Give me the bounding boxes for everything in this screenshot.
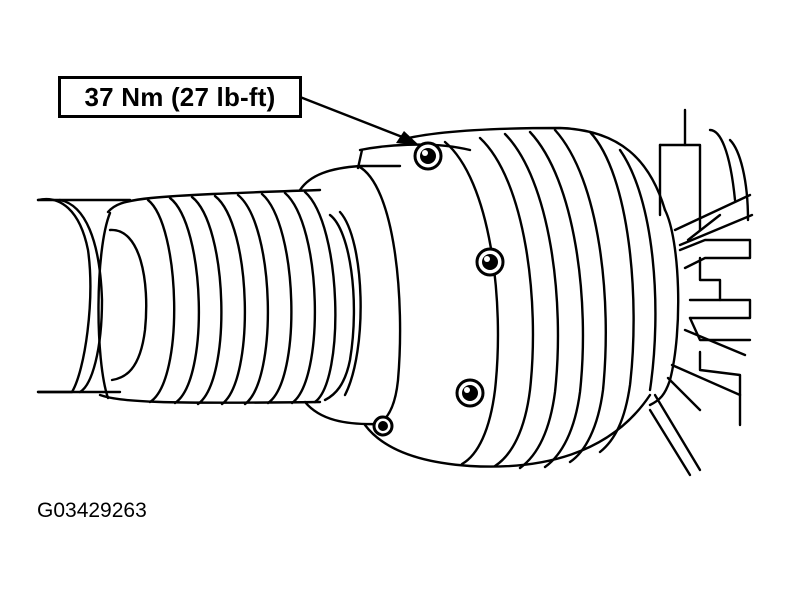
- torque-callout: 37 Nm (27 lb-ft): [58, 76, 302, 118]
- figure-id: G03429263: [37, 499, 147, 522]
- torque-label: 37 Nm (27 lb-ft): [84, 81, 276, 112]
- bolt-top: [413, 141, 443, 171]
- bolt-bottom: [372, 415, 394, 437]
- cv-boot: [97, 188, 362, 406]
- flange-collar: [298, 143, 472, 428]
- cv-joint-body: [363, 126, 680, 470]
- shaft-tube: [36, 197, 148, 394]
- mounting-bracket: [648, 108, 754, 477]
- flange-bolts: [372, 141, 505, 437]
- bolt-lower: [455, 378, 485, 408]
- bolt-middle: [475, 247, 505, 277]
